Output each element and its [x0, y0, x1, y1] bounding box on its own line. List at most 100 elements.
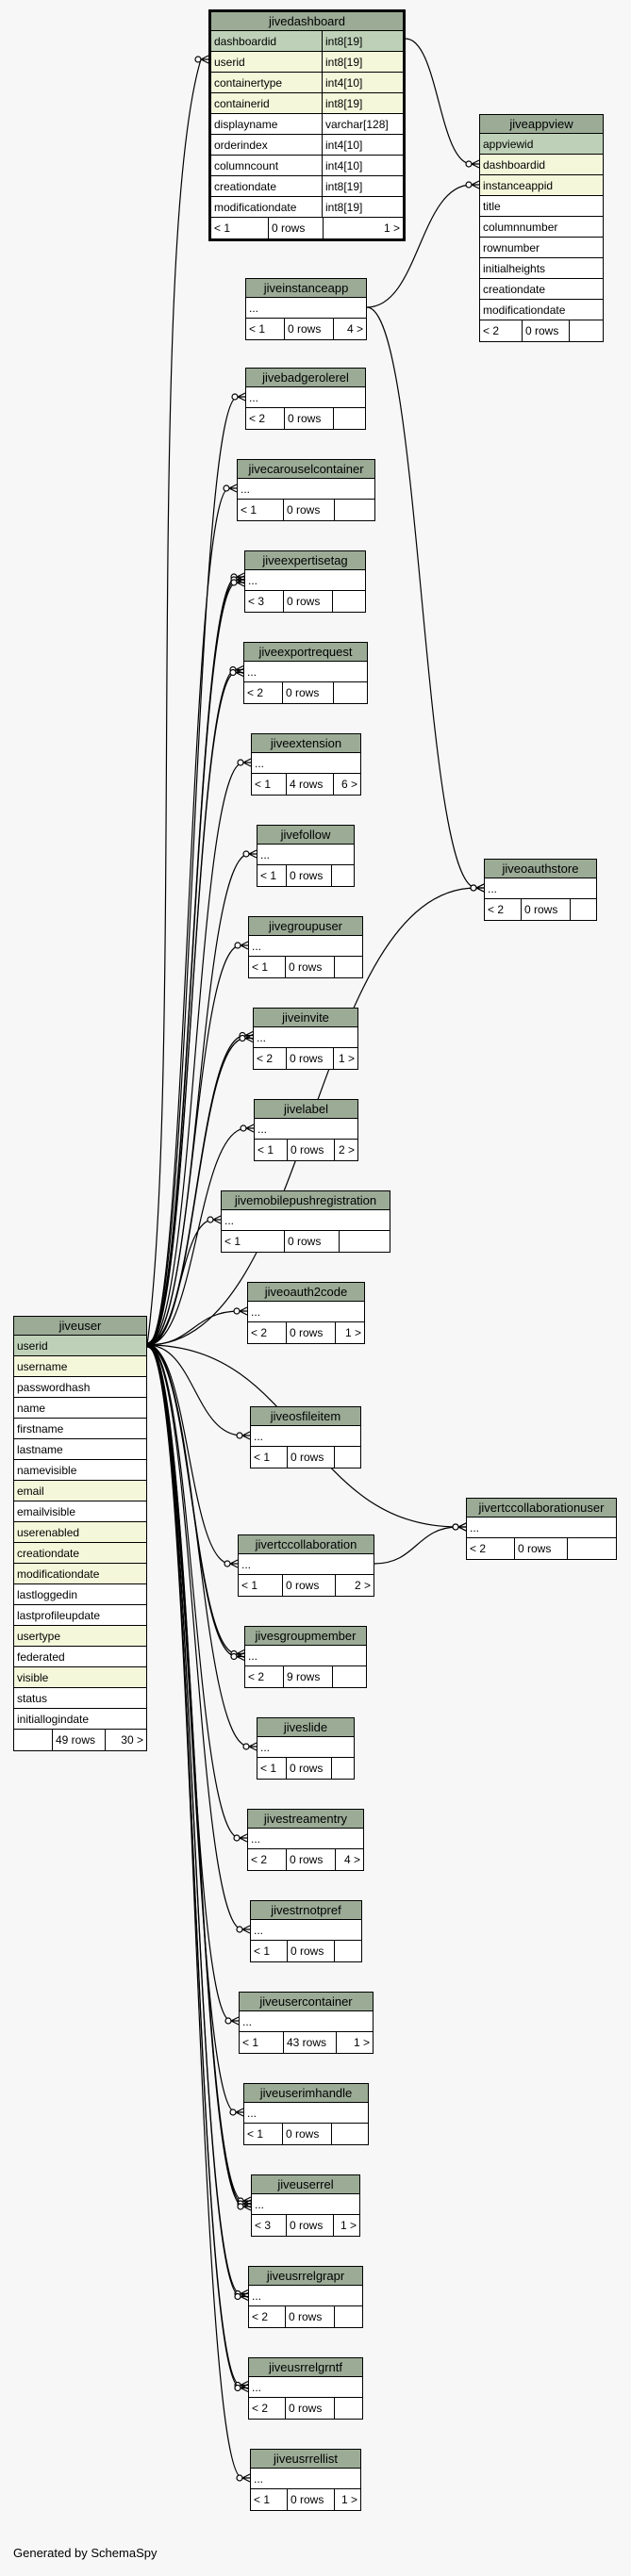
row-count: 0 rows	[286, 1048, 333, 1069]
crows-foot-marker	[471, 159, 480, 169]
relationship-line	[146, 1346, 244, 2207]
child-count: 30 >	[105, 1730, 146, 1750]
table-title: jiveslide	[257, 1718, 354, 1737]
column-row: ...	[467, 1518, 616, 1538]
child-count: 2 >	[335, 1575, 374, 1596]
relationship-line	[146, 1127, 247, 1346]
column-name: name	[17, 1402, 46, 1415]
column-type: int8[19]	[322, 52, 403, 72]
child-count	[339, 1231, 390, 1252]
table-title: jivecarouselcontainer	[238, 460, 374, 479]
row-count: 0 rows	[286, 1322, 335, 1343]
column-name: ...	[224, 1214, 235, 1227]
optional-marker	[230, 1652, 238, 1661]
column-row: ...	[246, 298, 366, 319]
column-row: ...	[252, 753, 360, 774]
child-count	[334, 1447, 360, 1468]
optional-marker	[242, 1743, 250, 1750]
column-row: ...	[252, 2194, 359, 2215]
row-count: 0 rows	[284, 1231, 339, 1252]
column-name: ...	[247, 2107, 257, 2120]
column-row: email	[14, 1481, 146, 1501]
column-row: userid	[14, 1336, 146, 1356]
table-title: jiveinstanceapp	[246, 279, 366, 298]
parent-count: < 2	[257, 1052, 274, 1065]
optional-marker	[236, 1926, 243, 1933]
relationship-line	[146, 1344, 243, 1930]
column-name: ...	[252, 2289, 262, 2303]
row-count: 0 rows	[285, 2306, 334, 2327]
crows-foot-marker	[235, 667, 244, 678]
column-name: visible	[17, 1671, 49, 1684]
column-name: ...	[488, 882, 498, 895]
column-row: modificationdate	[14, 1564, 146, 1584]
child-count	[331, 865, 354, 886]
column-name: ...	[247, 665, 257, 679]
parent-count: < 2	[252, 2402, 269, 2415]
crows-foot-marker	[240, 941, 249, 950]
optional-marker	[234, 942, 241, 949]
row-count: 0 rows	[521, 899, 570, 920]
optional-marker	[239, 1034, 246, 1042]
column-row: passwordhash	[14, 1377, 146, 1398]
crows-foot-marker	[457, 1522, 467, 1532]
relationship-line	[366, 184, 473, 308]
table-title: jivestrnotpref	[251, 1901, 361, 1920]
parent-count: < 1	[252, 960, 269, 974]
column-name: ...	[249, 302, 259, 315]
column-name: passwordhash	[17, 1381, 91, 1394]
optional-marker	[465, 160, 473, 168]
column-type: varchar[128]	[322, 114, 403, 134]
row-count: 0 rows	[522, 320, 569, 341]
table-title: jiveuserrel	[252, 2175, 359, 2194]
column-name: userenabled	[17, 1526, 80, 1539]
column-type: int8[19]	[322, 31, 403, 51]
column-name: ...	[249, 391, 259, 404]
parent-count: < 2	[249, 412, 266, 425]
column-name: ...	[242, 2015, 253, 2028]
parent-count: < 2	[483, 324, 500, 337]
column-row: ...	[240, 2011, 373, 2032]
column-name: ...	[257, 1123, 268, 1136]
column-name: containerid	[214, 97, 270, 110]
relationship-line	[374, 1526, 459, 1565]
column-name: rownumber	[483, 241, 540, 254]
table-title: jiveusrrellist	[251, 2450, 360, 2469]
child-count: 4 >	[335, 1849, 363, 1870]
crows-foot-marker	[241, 1431, 251, 1440]
parent-count: < 2	[488, 903, 505, 916]
crows-foot-marker	[200, 55, 209, 64]
column-row: columnnumber	[480, 217, 603, 238]
relationship-line	[146, 487, 230, 1346]
column-name: initiallogindate	[17, 1713, 90, 1726]
crows-foot-marker	[248, 849, 257, 859]
column-name: ...	[257, 1031, 267, 1044]
row-count: 0 rows	[283, 591, 332, 612]
crows-foot-marker	[236, 578, 245, 587]
table-title: jivefollow	[257, 826, 354, 845]
table-title: jiveextension	[252, 734, 360, 753]
column-name: columnnumber	[483, 221, 558, 234]
column-name: containertype	[214, 76, 283, 90]
column-row: lastname	[14, 1439, 146, 1460]
optional-marker	[452, 1523, 459, 1531]
child-count: 1 >	[334, 2489, 360, 2510]
table-title: jiveosfileitem	[251, 1407, 360, 1426]
child-count	[334, 2398, 362, 2419]
parent-count: < 1	[249, 322, 266, 336]
column-name: ...	[248, 574, 258, 587]
